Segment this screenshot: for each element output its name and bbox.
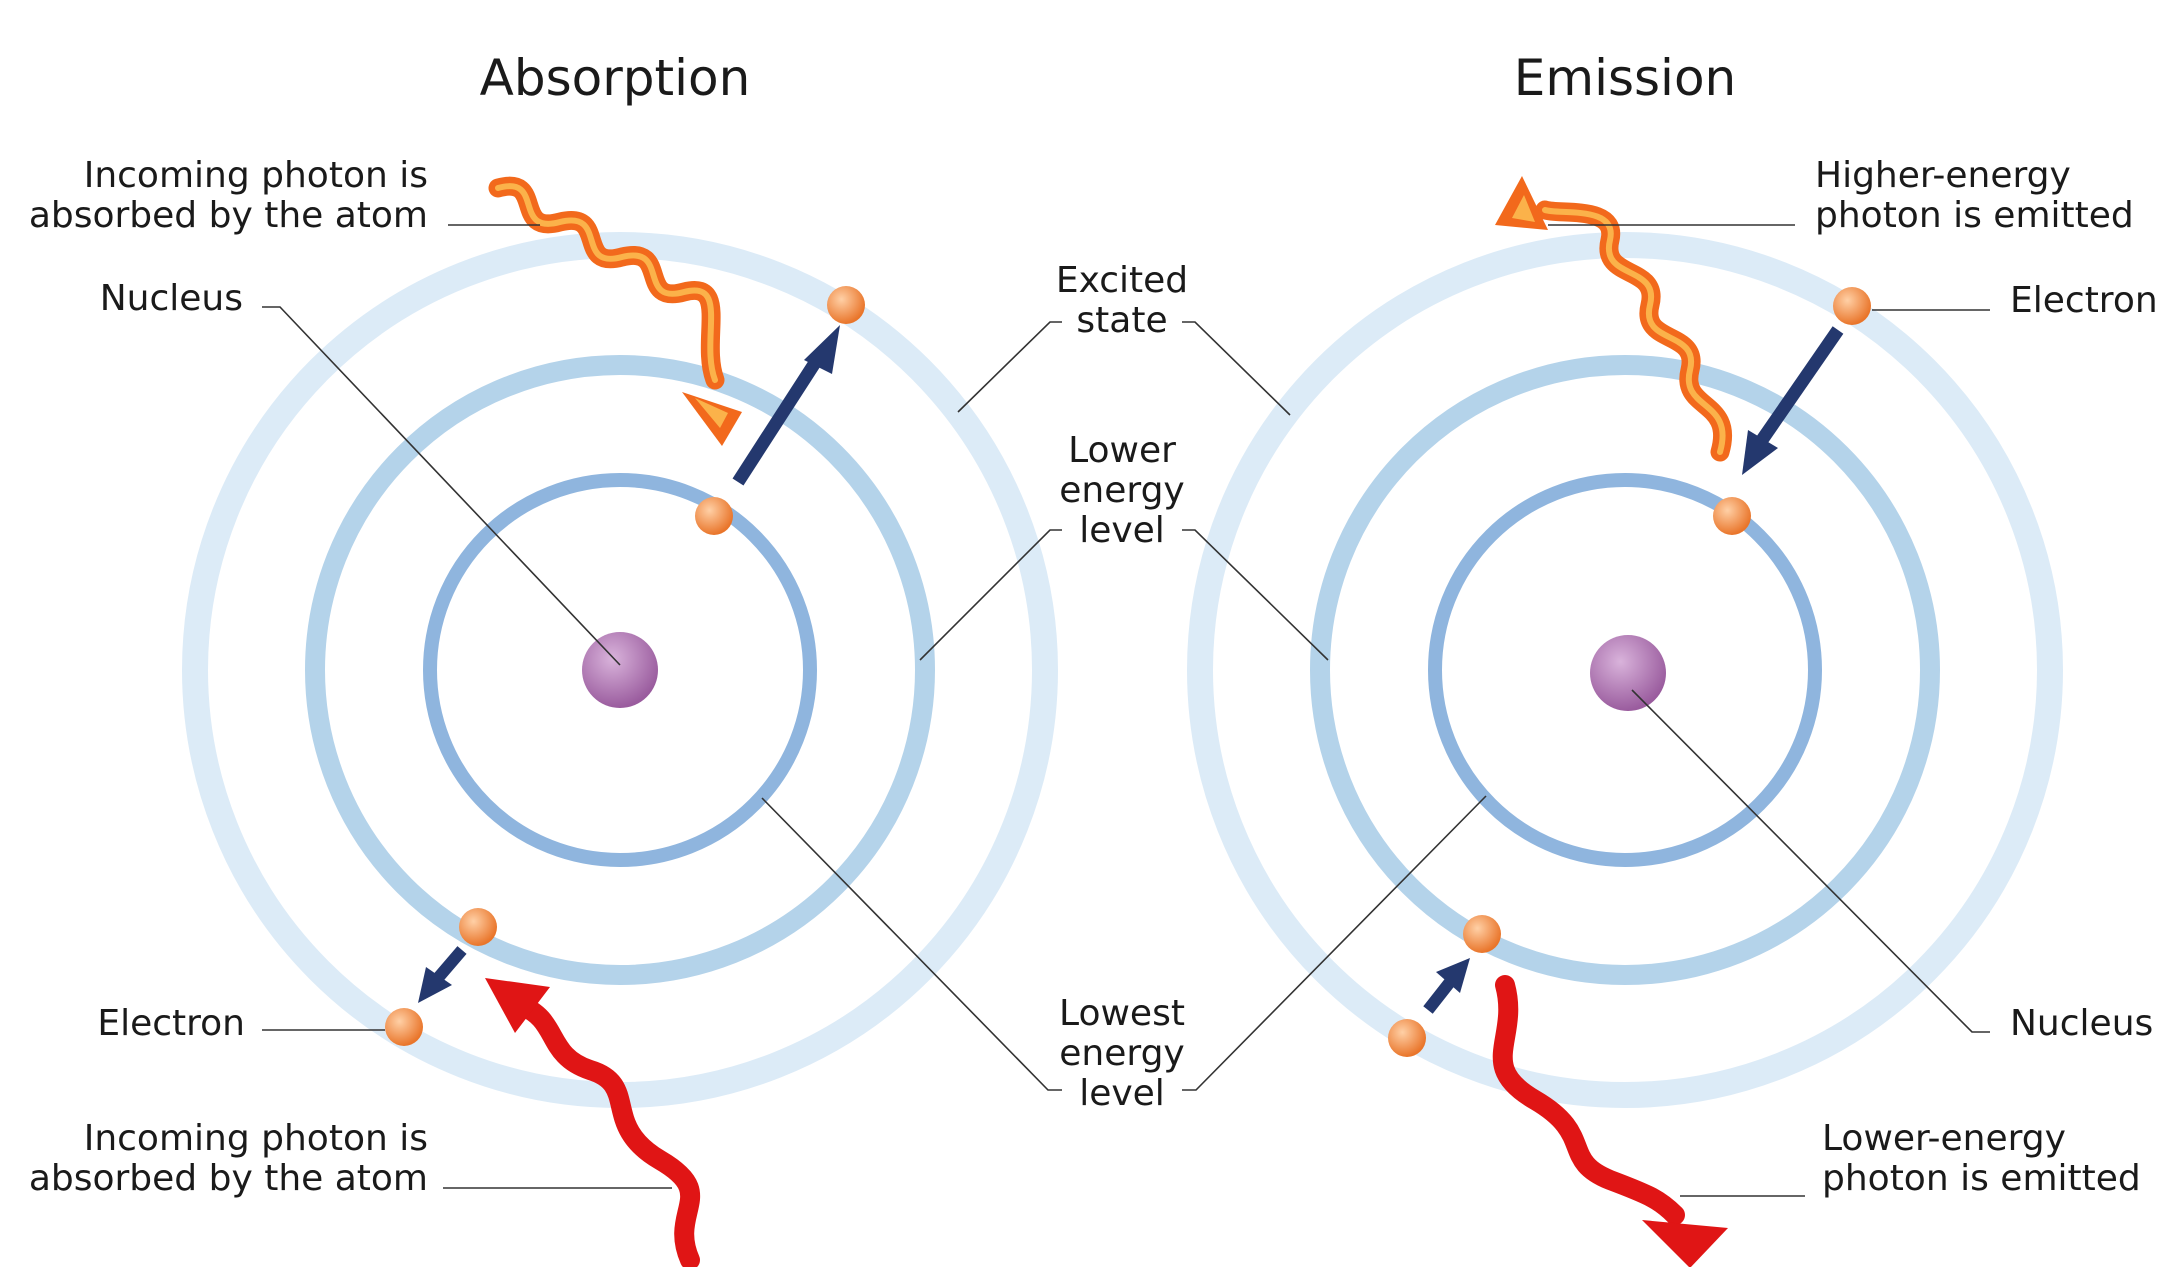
absorption-electron-label: Electron [97, 1003, 245, 1044]
upward-transition-arrow [732, 325, 840, 486]
leader-line [919, 529, 1062, 661]
leader-line [1182, 795, 1487, 1091]
emission-title: Emission [1514, 49, 1736, 107]
lower-energy-orbit [305, 355, 935, 985]
emission-high-photon-label: Higher-energy photon is emitted [1815, 155, 2134, 236]
leader-line [761, 797, 1062, 1091]
svg-text:absorbed by the atom: absorbed by the atom [29, 1158, 428, 1199]
emission-low-photon-label: Lower-energy photon is emitted [1822, 1118, 2141, 1199]
lower-energy-orbit [1310, 355, 1940, 985]
leader-line [1182, 529, 1329, 661]
svg-text:Incoming photon is: Incoming photon is [84, 1118, 428, 1159]
absorption-low-photon-label: Incoming photon is absorbed by the atom [29, 1118, 428, 1199]
leader-line [957, 321, 1062, 413]
electron [459, 908, 497, 946]
svg-text:photon is emitted: photon is emitted [1822, 1158, 2141, 1199]
emitted-photon-low-energy [1492, 975, 1728, 1267]
absorption-high-photon-label: Incoming photon is absorbed by the atom [29, 155, 428, 236]
svg-text:Excited: Excited [1056, 260, 1188, 301]
nucleus [1590, 635, 1666, 711]
leader-line [1182, 321, 1291, 416]
emission-nucleus-label: Nucleus [2010, 1003, 2153, 1044]
svg-text:energy: energy [1059, 470, 1184, 511]
short-transition-arrow [1423, 958, 1470, 1014]
incoming-photon-high-energy [488, 176, 742, 446]
electron [1833, 287, 1871, 325]
svg-text:level: level [1079, 1073, 1165, 1114]
absorption-atom [182, 176, 1058, 1267]
svg-text:Incoming photon is: Incoming photon is [84, 155, 428, 196]
electron [385, 1008, 423, 1046]
electron [1463, 915, 1501, 953]
incoming-photon-low-energy [485, 978, 701, 1267]
short-transition-arrow [418, 946, 467, 1003]
lowest-energy-orbit [423, 473, 817, 867]
excited-state-orbit [1187, 232, 2063, 1108]
lowest-energy-orbit [1428, 473, 1822, 867]
absorption-nucleus-label: Nucleus [100, 278, 243, 319]
lowest-energy-level-label: Lowest energy level [1059, 993, 1185, 1114]
emitted-photon-high-energy [1495, 176, 1732, 462]
electron [1713, 497, 1751, 535]
absorption-title: Absorption [480, 49, 751, 107]
nucleus [582, 632, 658, 708]
svg-text:Higher-energy: Higher-energy [1815, 155, 2071, 196]
svg-text:energy: energy [1059, 1033, 1184, 1074]
svg-text:absorbed by the atom: absorbed by the atom [29, 195, 428, 236]
leader-line [1631, 689, 1990, 1033]
svg-text:Lower: Lower [1068, 430, 1176, 471]
svg-text:level: level [1079, 510, 1165, 551]
electron [695, 497, 733, 535]
leader-line [262, 306, 621, 666]
svg-text:photon is emitted: photon is emitted [1815, 195, 2134, 236]
emission-atom [1187, 176, 2063, 1267]
lower-energy-level-label: Lower energy level [1059, 430, 1184, 551]
downward-transition-arrow [1742, 326, 1844, 475]
svg-text:Lowest: Lowest [1059, 993, 1185, 1034]
svg-text:state: state [1076, 300, 1167, 341]
svg-text:Lower-energy: Lower-energy [1822, 1118, 2066, 1159]
emission-electron-label: Electron [2010, 280, 2158, 321]
electron [827, 286, 865, 324]
electron [1388, 1019, 1426, 1057]
excited-state-label: Excited state [1056, 260, 1188, 341]
